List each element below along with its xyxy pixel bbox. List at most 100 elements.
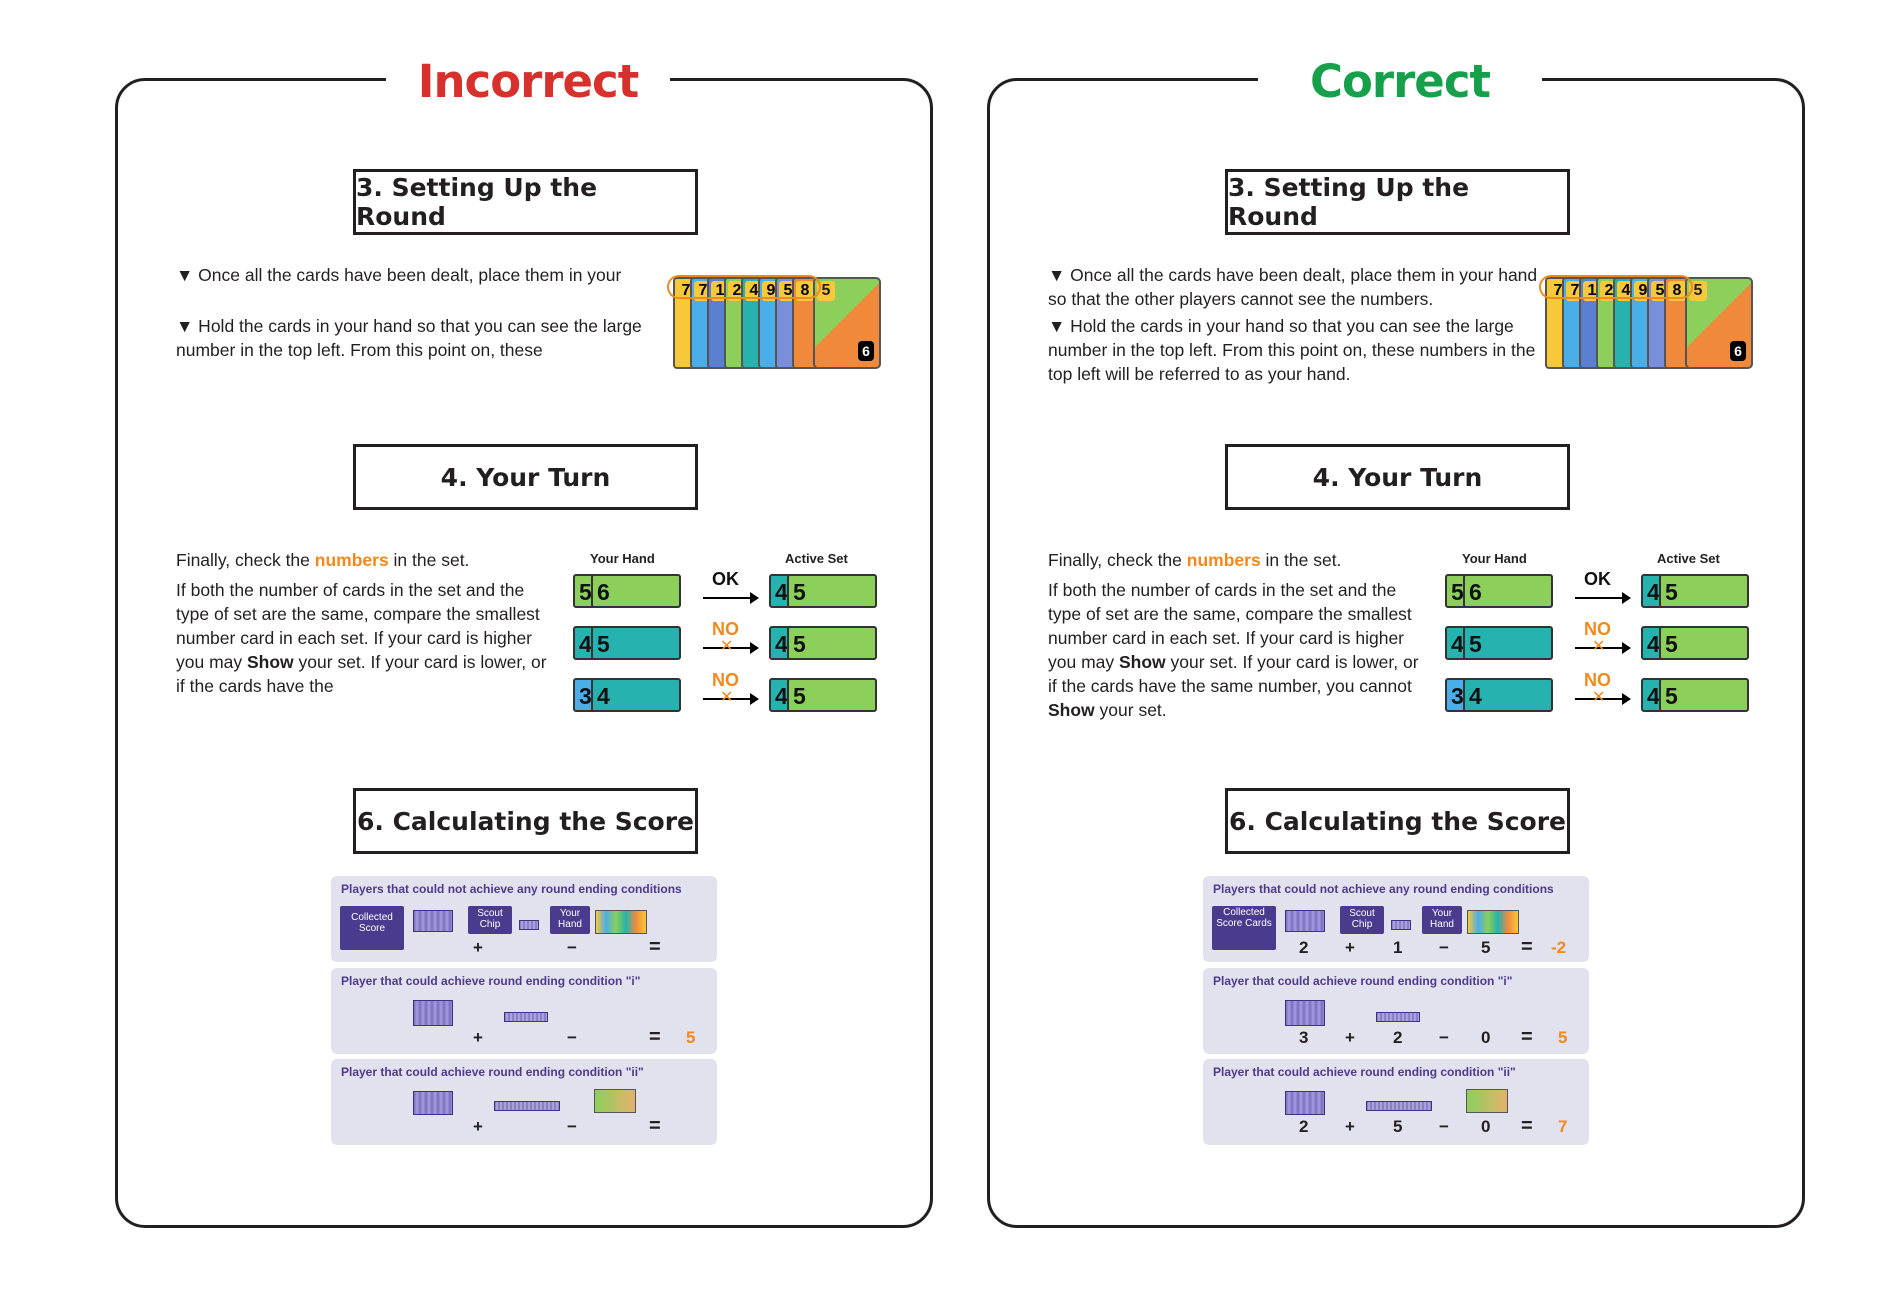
hand-number-highlight (1539, 275, 1693, 299)
active-set: 4 5 (769, 626, 877, 660)
turn-paragraph-1: Finally, check the numbers in the set. (1048, 550, 1342, 570)
hand-cards-icon (1467, 910, 1519, 934)
set-card: 5 (591, 626, 681, 660)
score-cards-icon (413, 1000, 453, 1026)
active-set: 4 5 (1641, 626, 1749, 660)
no-label: NO (1584, 619, 1611, 639)
turn-paragraph-1: Finally, check the numbers in the set. (176, 550, 470, 570)
hand-cards-icon (1466, 1089, 1508, 1113)
plus-operator: + (473, 1028, 483, 1047)
score-row-heading: Player that could achieve round ending c… (341, 974, 641, 988)
setup-paragraph-1: ▼ Once all the cards have been dealt, pl… (1048, 265, 1538, 309)
collected-score-label: Collected Score Cards (1212, 906, 1276, 950)
hand-cards-icon (594, 1089, 636, 1113)
plus-operator: + (473, 1117, 483, 1136)
correct-panel: 3. Setting Up the Round ▼ Once all the c… (987, 78, 1805, 1228)
turn-paragraph-2: If both the number of cards in the set a… (1048, 580, 1419, 720)
correct-heading: Correct (1258, 52, 1542, 112)
hand-cards-icon (595, 910, 647, 934)
scout-chip-icon (504, 1012, 548, 1022)
minus-operator: − (1439, 938, 1449, 957)
score-row-condition-i: Player that could achieve round ending c… (1203, 968, 1589, 1054)
score-cards-icon (1285, 1000, 1325, 1026)
score-row-no-condition: Players that could not achieve any round… (331, 876, 717, 962)
equals-operator: = (649, 1026, 661, 1048)
active-set: 4 5 (1641, 574, 1749, 608)
cross-icon: ✕ (1592, 689, 1606, 706)
scout-chip-label: Scout Chip (1340, 906, 1384, 934)
score-value: 0 (1481, 1117, 1491, 1136)
hand-set: 3 4 (573, 678, 681, 712)
hand-set: 4 5 (573, 626, 681, 660)
your-hand-score-label: Your Hand (550, 906, 590, 934)
hand-fan-illustration: 7 7 1 2 4 9 5 8 5 6 (667, 275, 881, 369)
score-result: 7 (1558, 1117, 1568, 1136)
score-row-condition-i: Player that could achieve round ending c… (331, 968, 717, 1054)
no-arrow (703, 642, 759, 654)
equals-operator: = (1521, 1115, 1533, 1137)
score-result: 5 (686, 1028, 696, 1047)
score-section-title: 6. Calculating the Score (1225, 788, 1570, 854)
score-row-no-condition: Players that could not achieve any round… (1203, 876, 1589, 962)
collected-score-label: Collected Score (340, 906, 404, 950)
minus-operator: − (567, 1117, 577, 1136)
set-card: 4 (1463, 678, 1553, 712)
equals-operator: = (649, 1115, 661, 1137)
cross-icon: ✕ (720, 689, 734, 706)
plus-operator: + (1345, 1028, 1355, 1047)
set-card: 6 (1463, 574, 1553, 608)
score-cards-icon (413, 1091, 453, 1115)
hand-set: 4 5 (1445, 626, 1553, 660)
set-card: 6 (591, 574, 681, 608)
set-card: 5 (1463, 626, 1553, 660)
setup-section-title: 3. Setting Up the Round (353, 169, 698, 235)
score-value: 3 (1299, 1028, 1309, 1047)
scout-chip-label: Scout Chip (468, 906, 512, 934)
score-row-condition-ii: Player that could achieve round ending c… (331, 1059, 717, 1145)
setup-paragraph-2: ▼ Hold the cards in your hand so that yo… (1048, 316, 1536, 384)
setup-section-title: 3. Setting Up the Round (1225, 169, 1570, 235)
score-result: 5 (1558, 1028, 1568, 1047)
scout-chip-icon (519, 920, 539, 930)
scout-chip-icon (494, 1101, 560, 1111)
score-row-heading: Players that could not achieve any round… (341, 882, 682, 896)
hand-fan-illustration: 7 7 1 2 4 9 5 8 5 6 (1539, 275, 1753, 369)
ok-label: OK (1584, 569, 1611, 589)
no-arrow (703, 693, 759, 705)
score-value: 5 (1393, 1117, 1403, 1136)
minus-operator: − (567, 938, 577, 957)
score-value: 1 (1393, 938, 1403, 957)
ok-label: OK (712, 569, 739, 589)
hand-card-front: 5 6 (813, 277, 881, 369)
cross-icon: ✕ (1592, 638, 1606, 655)
score-value: 2 (1299, 938, 1309, 957)
active-set: 4 5 (1641, 678, 1749, 712)
incorrect-heading: Incorrect (386, 52, 670, 112)
score-section-title: 6. Calculating the Score (353, 788, 698, 854)
set-card: 4 (591, 678, 681, 712)
hand-set: 3 4 (1445, 678, 1553, 712)
hand-set: 5 6 (1445, 574, 1553, 608)
hand-card-front: 5 6 (1685, 277, 1753, 369)
ok-arrow (703, 592, 759, 604)
set-card: 5 (787, 626, 877, 660)
plus-operator: + (1345, 1117, 1355, 1136)
score-row-heading: Players that could not achieve any round… (1213, 882, 1554, 896)
active-set-label: Active Set (1657, 551, 1720, 566)
plus-operator: + (1345, 938, 1355, 957)
set-card: 5 (1659, 574, 1749, 608)
equals-operator: = (1521, 1026, 1533, 1048)
score-cards-icon (1285, 1091, 1325, 1115)
minus-operator: − (1439, 1117, 1449, 1136)
scout-chip-icon (1376, 1012, 1420, 1022)
score-row-heading: Player that could achieve round ending c… (341, 1065, 644, 1079)
no-label: NO (712, 670, 739, 690)
score-row-heading: Player that could achieve round ending c… (1213, 974, 1513, 988)
score-cards-icon (1285, 910, 1325, 932)
scout-chip-icon (1366, 1101, 1432, 1111)
hand-number-highlight (667, 275, 821, 299)
no-label: NO (1584, 670, 1611, 690)
active-set-label: Active Set (785, 551, 848, 566)
your-hand-score-label: Your Hand (1422, 906, 1462, 934)
no-arrow (1575, 693, 1631, 705)
